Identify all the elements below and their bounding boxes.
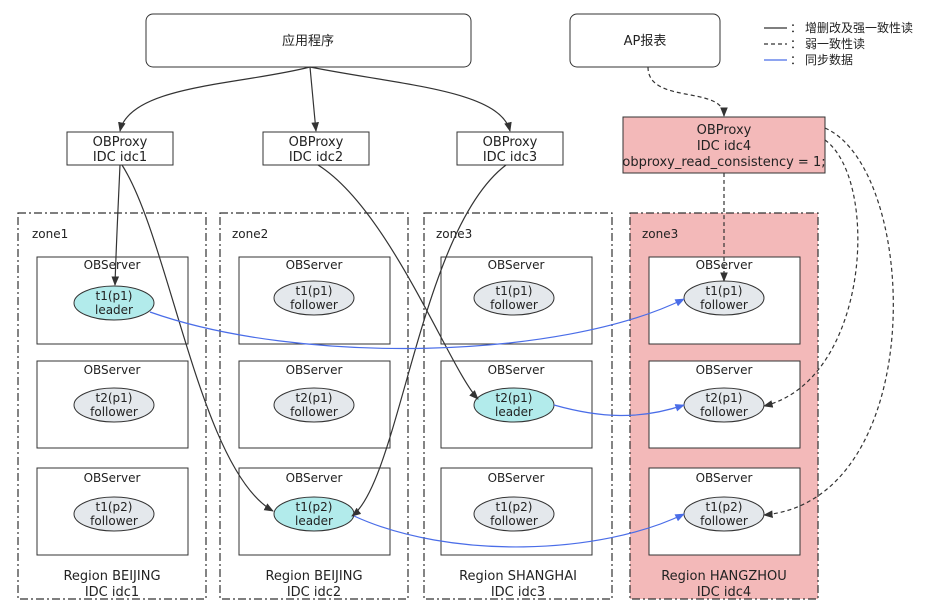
replica-name: t1(p2) <box>96 500 133 514</box>
arrow-ap-to-proxy4 <box>647 66 728 117</box>
legend-blue-label: 同步数据 <box>805 52 853 67</box>
replica-name: t1(p1) <box>706 284 743 298</box>
legend-solid-prefix: ： <box>790 21 802 35</box>
arrow-proxy1-to-z1-leader <box>111 164 121 286</box>
proxy-idc: IDC idc1 <box>93 150 147 165</box>
zone-4-name: zone3 <box>642 227 678 241</box>
proxy-idc: IDC idc4 <box>697 139 751 154</box>
arrow-sync-t2p1 <box>553 404 685 417</box>
legend: ： 增删改及强一致性读 ： 弱一致性读 ： 同步数据 <box>764 21 913 67</box>
zone-1-name: zone1 <box>32 227 68 241</box>
observer-title: OBServer <box>488 258 545 272</box>
replica-name: t1(p2) <box>296 500 333 514</box>
app-label: 应用程序 <box>282 33 334 49</box>
observer-title: OBServer <box>286 258 343 272</box>
replica-name: t2(p1) <box>496 391 533 405</box>
proxy-config: obproxy_read_consistency = 1; <box>622 155 825 170</box>
observer-z3-s3: OBServer t1(p2) follower <box>440 467 593 556</box>
observer-title: OBServer <box>696 363 753 377</box>
obproxy-idc4: OBProxy IDC idc4 obproxy_read_consistenc… <box>622 116 826 174</box>
legend-blue-prefix: ： <box>790 53 802 67</box>
zone-4-idc: IDC idc4 <box>697 585 751 600</box>
observer-title: OBServer <box>286 471 343 485</box>
arrow-app-to-proxy1 <box>118 66 311 132</box>
arrow-sync-t1p1 <box>149 298 685 350</box>
zone-4-region: Region HANGZHOU <box>661 569 787 584</box>
replica-name: t1(p2) <box>496 500 533 514</box>
replica-name: t2(p1) <box>706 391 743 405</box>
proxy-title: OBProxy <box>289 135 344 150</box>
proxy-title: OBProxy <box>697 123 752 138</box>
arrow-proxy3-to-z2-leader <box>351 164 507 517</box>
observer-title: OBServer <box>84 363 141 377</box>
proxy-idc: IDC idc3 <box>483 150 537 165</box>
arrow-app-to-proxy2 <box>309 66 320 132</box>
zone-1-idc: IDC idc1 <box>85 585 139 600</box>
arrow-proxy1-to-z2-leader <box>121 164 274 512</box>
arrow-proxy2-to-z3-leader <box>317 164 479 400</box>
observer-title: OBServer <box>696 471 753 485</box>
replica-role: follower <box>290 298 338 312</box>
observer-z1-s3: OBServer t1(p2) follower <box>36 467 189 556</box>
observer-z1-s2: OBServer t2(p1) follower <box>36 360 189 449</box>
observer-z4-s3: OBServer t1(p2) follower <box>648 467 801 556</box>
observer-z3-s2: OBServer t2(p1) leader <box>440 360 593 449</box>
ap-report-label: AP报表 <box>624 34 667 49</box>
observer-title: OBServer <box>84 258 141 272</box>
replica-role: follower <box>90 514 138 528</box>
observer-z1-s1: OBServer t1(p1) leader <box>36 256 189 345</box>
replica-role: follower <box>90 405 138 419</box>
arrow-proxy4-to-z4-s3 <box>763 127 894 519</box>
replica-role: leader <box>495 405 533 419</box>
legend-dashed-prefix: ： <box>790 37 802 51</box>
observer-title: OBServer <box>488 363 545 377</box>
replica-role: leader <box>95 303 133 317</box>
proxy-title: OBProxy <box>483 135 538 150</box>
arrow-app-to-proxy3 <box>309 66 512 132</box>
replica-name: t1(p1) <box>496 284 533 298</box>
proxy-title: OBProxy <box>93 135 148 150</box>
replica-name: t2(p1) <box>296 391 333 405</box>
observer-z2-s3: OBServer t1(p2) leader <box>238 467 391 556</box>
replica-role: leader <box>295 514 333 528</box>
observer-z4-s2: OBServer t2(p1) follower <box>648 360 801 449</box>
replica-name: t2(p1) <box>96 391 133 405</box>
obproxy-idc2: OBProxy IDC idc2 <box>262 131 370 166</box>
legend-dashed-label: 弱一致性读 <box>805 37 865 51</box>
observer-title: OBServer <box>84 471 141 485</box>
zone-2-name: zone2 <box>232 227 268 241</box>
zone-3-region: Region SHANGHAI <box>459 569 577 584</box>
arrow-sync-t1p2 <box>353 513 685 548</box>
zone-2-region: Region BEIJING <box>265 569 362 584</box>
obproxy-idc3: OBProxy IDC idc3 <box>456 131 564 166</box>
app-node: 应用程序 <box>145 13 472 68</box>
replica-role: follower <box>700 514 748 528</box>
zone-1-region: Region BEIJING <box>63 569 160 584</box>
zone-3-idc: IDC idc3 <box>491 585 545 600</box>
replica-role: follower <box>700 298 748 312</box>
arrow-proxy4-to-z4-s2 <box>763 139 859 408</box>
proxy-idc: IDC idc2 <box>289 150 343 165</box>
observer-z2-s1: OBServer t1(p1) follower <box>238 256 391 345</box>
zone-2-idc: IDC idc2 <box>287 585 341 600</box>
obproxy-idc1: OBProxy IDC idc1 <box>66 131 174 166</box>
legend-solid-label: 增删改及强一致性读 <box>805 21 913 35</box>
replica-role: follower <box>490 514 538 528</box>
observer-title: OBServer <box>488 471 545 485</box>
observer-z3-s1: OBServer t1(p1) follower <box>440 256 593 345</box>
replica-role: follower <box>490 298 538 312</box>
zone-3-name: zone3 <box>436 227 472 241</box>
observer-title: OBServer <box>286 363 343 377</box>
observer-z2-s2: OBServer t2(p1) follower <box>238 360 391 449</box>
replica-role: follower <box>700 405 748 419</box>
replica-role: follower <box>290 405 338 419</box>
replica-name: t1(p1) <box>96 289 133 303</box>
replica-name: t1(p2) <box>706 500 743 514</box>
ap-report-node: AP报表 <box>569 13 721 68</box>
observer-z4-s1: OBServer t1(p1) follower <box>648 256 801 345</box>
replica-name: t1(p1) <box>296 284 333 298</box>
